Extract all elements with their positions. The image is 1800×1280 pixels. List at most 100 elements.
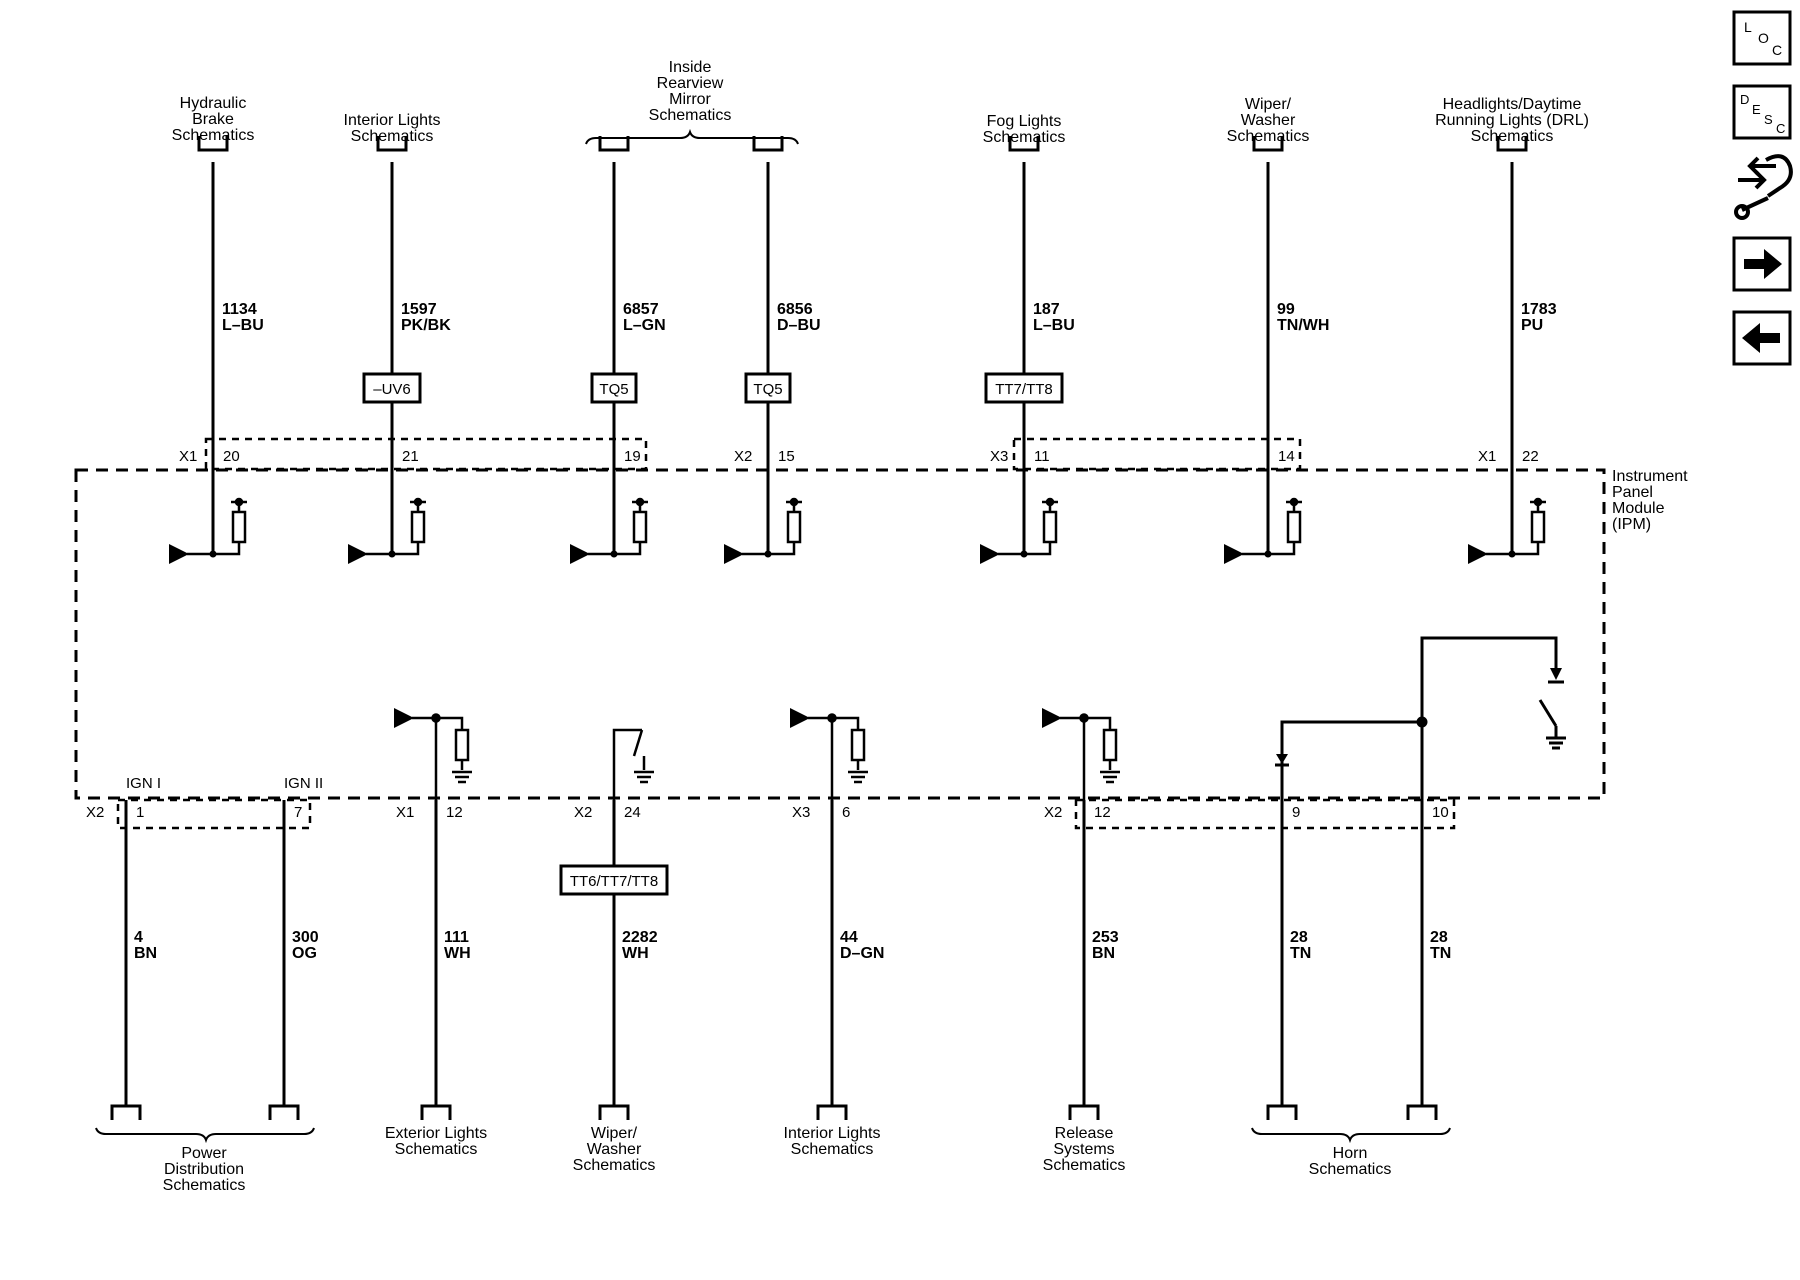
desc-button[interactable]: D E S C xyxy=(1732,84,1792,140)
connector-terminal xyxy=(1068,1104,1100,1120)
top-target-interior-lights[interactable]: Interior Lights Schematics xyxy=(344,112,441,145)
target-label-line: Running Lights (DRL) xyxy=(1435,112,1589,129)
connector-terminal xyxy=(1008,136,1040,152)
connector-group-x1-top xyxy=(204,437,648,471)
connector-wrench-icon xyxy=(1734,154,1793,220)
connector-terminal xyxy=(598,136,630,152)
connector-terminal xyxy=(816,1104,848,1120)
loc-icon-l: L xyxy=(1744,19,1752,35)
next-button[interactable] xyxy=(1732,236,1792,292)
ground-symbol xyxy=(848,770,868,784)
pullup-resistor xyxy=(213,497,247,556)
top-target-hydraulic-brake[interactable]: Hydraulic Brake Schematics xyxy=(172,95,255,144)
connector-group-x2-power xyxy=(116,798,312,830)
connector-wrench-button[interactable] xyxy=(1734,154,1793,220)
connector-id: X3 xyxy=(792,804,810,821)
target-label-line: Schematics xyxy=(163,1177,246,1194)
pin-number: 21 xyxy=(402,448,419,465)
top-circuits: 1134L–BU20X11597PK/BK–UV6216857L–GNTQ519… xyxy=(169,136,1557,564)
target-label-line: Distribution xyxy=(164,1161,244,1178)
desc-icon-d: D xyxy=(1740,92,1749,107)
option-box: –UV6 xyxy=(362,372,422,404)
connector-id: X1 xyxy=(179,448,197,465)
bottom-target-wiper-washer[interactable]: Wiper/ Washer Schematics xyxy=(573,1125,656,1174)
wire-color: TN xyxy=(1430,945,1451,962)
option-code: TT7/TT8 xyxy=(995,381,1053,398)
target-label-line: Exterior Lights xyxy=(385,1125,487,1142)
connector-group-x3-top xyxy=(1012,437,1302,471)
connector-terminal xyxy=(268,1104,300,1120)
ipm-module-box xyxy=(74,468,1606,800)
connector-id: X2 xyxy=(1044,804,1062,821)
power-brace xyxy=(95,1127,315,1144)
wire-color: TN/WH xyxy=(1277,317,1329,334)
target-label-line: Brake xyxy=(192,111,234,128)
horn-brace xyxy=(1251,1127,1451,1144)
ipm-label-3: Module xyxy=(1612,500,1665,517)
circuit-number: 99 xyxy=(1277,301,1295,318)
output-driver xyxy=(394,708,472,800)
connector-terminal xyxy=(1406,1104,1438,1120)
option-frame xyxy=(984,372,1064,404)
circuit-number: 2282 xyxy=(622,929,658,946)
option-box: TT7/TT8 xyxy=(984,372,1064,404)
pin-number: 20 xyxy=(223,448,240,465)
pin-number: 22 xyxy=(1522,448,1539,465)
target-label-line: Schematics xyxy=(791,1141,874,1158)
option-frame xyxy=(362,372,422,404)
connector-id: X2 xyxy=(574,804,592,821)
top-target-wiper-washer[interactable]: Wiper/ Washer Schematics xyxy=(1227,96,1310,145)
target-label-line: Schematics xyxy=(351,128,434,145)
top-target-headlights-drl[interactable]: Headlights/Daytime Running Lights (DRL) … xyxy=(1435,96,1589,145)
target-label-line: Schematics xyxy=(1227,128,1310,145)
target-label-line: Hydraulic xyxy=(180,95,247,112)
option-frame xyxy=(590,372,638,404)
wire-color: BN xyxy=(1092,945,1115,962)
ipm-label-1: Instrument xyxy=(1612,468,1688,485)
connector-id: X3 xyxy=(990,448,1008,465)
ipm-label-2: Panel xyxy=(1612,484,1653,501)
circuit-number: 44 xyxy=(840,929,858,946)
connector-terminal xyxy=(420,1104,452,1120)
target-label-line: Rearview xyxy=(657,75,724,92)
target-label-line: Schematics xyxy=(1471,128,1554,145)
bottom-target-interior-lights[interactable]: Interior Lights Schematics xyxy=(784,1125,881,1158)
pullup-resistor xyxy=(1512,497,1546,556)
wire-color: PK/BK xyxy=(401,317,451,334)
wiper-ground-switch xyxy=(612,728,654,800)
target-label-line: Power xyxy=(181,1145,227,1162)
ground-symbol xyxy=(634,770,654,784)
top-target-inside-rearview-mirror[interactable]: Inside Rearview Mirror Schematics xyxy=(649,59,732,124)
ipm-label-4: (IPM) xyxy=(1612,516,1651,533)
bottom-target-power-distribution[interactable]: Power Distribution Schematics xyxy=(163,1145,246,1194)
top-target-fog-lights[interactable]: Fog Lights Schematics xyxy=(983,113,1066,146)
option-box: TT6/TT7/TT8 xyxy=(559,864,669,896)
horn-switch-circuit xyxy=(1275,636,1566,800)
wire-color: D–GN xyxy=(840,945,884,962)
horn-relay-diode-arrow xyxy=(1276,754,1288,764)
horn-switch-arrow xyxy=(1550,668,1562,680)
bottom-target-horn[interactable]: Horn Schematics xyxy=(1309,1145,1392,1178)
target-label-line: Schematics xyxy=(649,107,732,124)
option-frame xyxy=(559,864,669,896)
bottom-target-exterior-lights[interactable]: Exterior Lights Schematics xyxy=(385,1125,487,1158)
loc-button[interactable]: L O C xyxy=(1732,10,1792,66)
connector-terminal xyxy=(1252,136,1284,152)
option-code: TQ5 xyxy=(753,381,782,398)
output-driver xyxy=(1042,708,1120,800)
previous-button[interactable] xyxy=(1732,310,1792,366)
option-code: –UV6 xyxy=(373,381,411,398)
pullup-resistor xyxy=(614,497,648,556)
output-driver xyxy=(790,708,868,800)
target-label-line: Schematics xyxy=(172,127,255,144)
bottom-target-release-systems[interactable]: Release Systems Schematics xyxy=(1043,1125,1126,1174)
option-box: TQ5 xyxy=(744,372,792,404)
option-box: TQ5 xyxy=(590,372,638,404)
circuit-number: 28 xyxy=(1290,929,1308,946)
